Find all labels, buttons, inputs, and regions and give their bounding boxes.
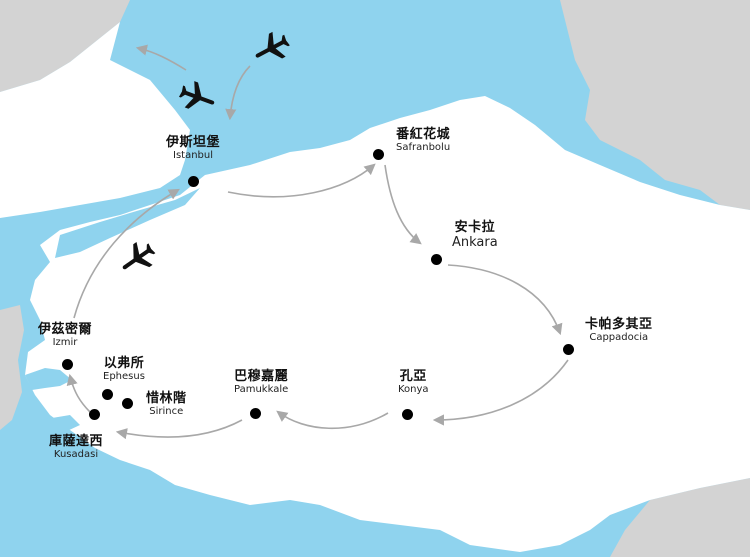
city-dot-safranbolu[interactable] xyxy=(373,149,384,160)
city-name-zh: 卡帕多其亞 xyxy=(585,317,653,332)
city-name-zh: 伊茲密爾 xyxy=(38,322,93,337)
city-name-en: Konya xyxy=(398,384,429,395)
city-name-zh: 以弗所 xyxy=(103,356,145,371)
city-label-izmir: 伊茲密爾 Izmir xyxy=(38,322,92,349)
airplane-icon xyxy=(255,31,290,59)
city-name-en: Ankara xyxy=(452,235,498,250)
city-name-zh: 安卡拉 xyxy=(454,220,496,235)
airplane-icon xyxy=(122,241,156,270)
city-name-en: Cappadocia xyxy=(589,332,649,343)
city-label-konya: 孔亞 Konya xyxy=(398,369,429,396)
route-istanbul-safranbolu xyxy=(227,163,376,198)
city-name-en: Sirince xyxy=(149,406,184,417)
city-label-kusadasi: 庫薩達西 Kusadasi xyxy=(49,434,103,461)
city-label-cappadocia: 卡帕多其亞 Cappadocia xyxy=(585,317,653,344)
city-dot-cappadocia[interactable] xyxy=(563,344,574,355)
route-flight-out xyxy=(135,44,187,71)
city-name-zh: 庫薩達西 xyxy=(49,434,104,449)
city-dot-kusadasi[interactable] xyxy=(89,409,100,420)
city-label-istanbul: 伊斯坦堡 Istanbul xyxy=(166,135,220,162)
city-name-en: Ephesus xyxy=(103,371,145,382)
city-dot-istanbul[interactable] xyxy=(188,176,199,187)
route-ankara-cappadocia xyxy=(447,264,563,336)
city-dot-izmir[interactable] xyxy=(62,359,73,370)
route-cappadocia-konya xyxy=(432,359,569,426)
city-name-en: Pamukkale xyxy=(234,384,289,395)
city-label-ephesus: 以弗所 Ephesus xyxy=(103,356,145,383)
city-name-en: Kusadasi xyxy=(53,449,99,460)
neighbor-land-southeast xyxy=(610,478,750,557)
city-label-pamukkale: 巴穆嘉麗 Pamukkale xyxy=(234,369,288,396)
neighbor-land-northwest xyxy=(0,0,130,92)
city-label-safranbolu: 番紅花城 Safranbolu xyxy=(396,127,450,154)
route-pamukkale-kusadasi xyxy=(115,419,243,440)
city-name-zh: 伊斯坦堡 xyxy=(166,135,221,150)
city-dot-sirince[interactable] xyxy=(122,398,133,409)
city-name-en: Izmir xyxy=(52,337,78,348)
sea-marmara xyxy=(55,188,200,258)
sea-inlet-kusadasi xyxy=(40,415,80,432)
neighbor-land-west xyxy=(0,305,24,430)
city-dot-konya[interactable] xyxy=(402,409,413,420)
city-label-sirince: 惜林階 Sirince xyxy=(146,391,187,418)
route-kusadasi-izmir xyxy=(66,373,91,413)
route-izmir-istanbul xyxy=(73,188,180,319)
city-label-ankara: 安卡拉 Ankara xyxy=(452,220,498,250)
sea-inlet-izmir xyxy=(25,368,72,390)
city-name-zh: 孔亞 xyxy=(399,369,427,384)
city-dot-ephesus[interactable] xyxy=(102,389,113,400)
city-name-zh: 番紅花城 xyxy=(396,127,451,142)
city-name-en: Istanbul xyxy=(173,150,214,161)
route-flight-in xyxy=(225,65,251,121)
city-name-en: Safranbolu xyxy=(396,142,451,153)
city-name-zh: 惜林階 xyxy=(146,391,187,406)
city-name-zh: 巴穆嘉麗 xyxy=(234,369,289,384)
neighbor-land-east xyxy=(560,0,750,210)
airplane-icon xyxy=(178,81,215,109)
route-konya-pamukkale xyxy=(276,410,389,430)
route-safranbolu-ankara xyxy=(384,164,422,245)
city-dot-pamukkale[interactable] xyxy=(250,408,261,419)
city-dot-ankara[interactable] xyxy=(431,254,442,265)
land-thrace xyxy=(0,22,190,218)
land-anatolia xyxy=(25,96,750,552)
